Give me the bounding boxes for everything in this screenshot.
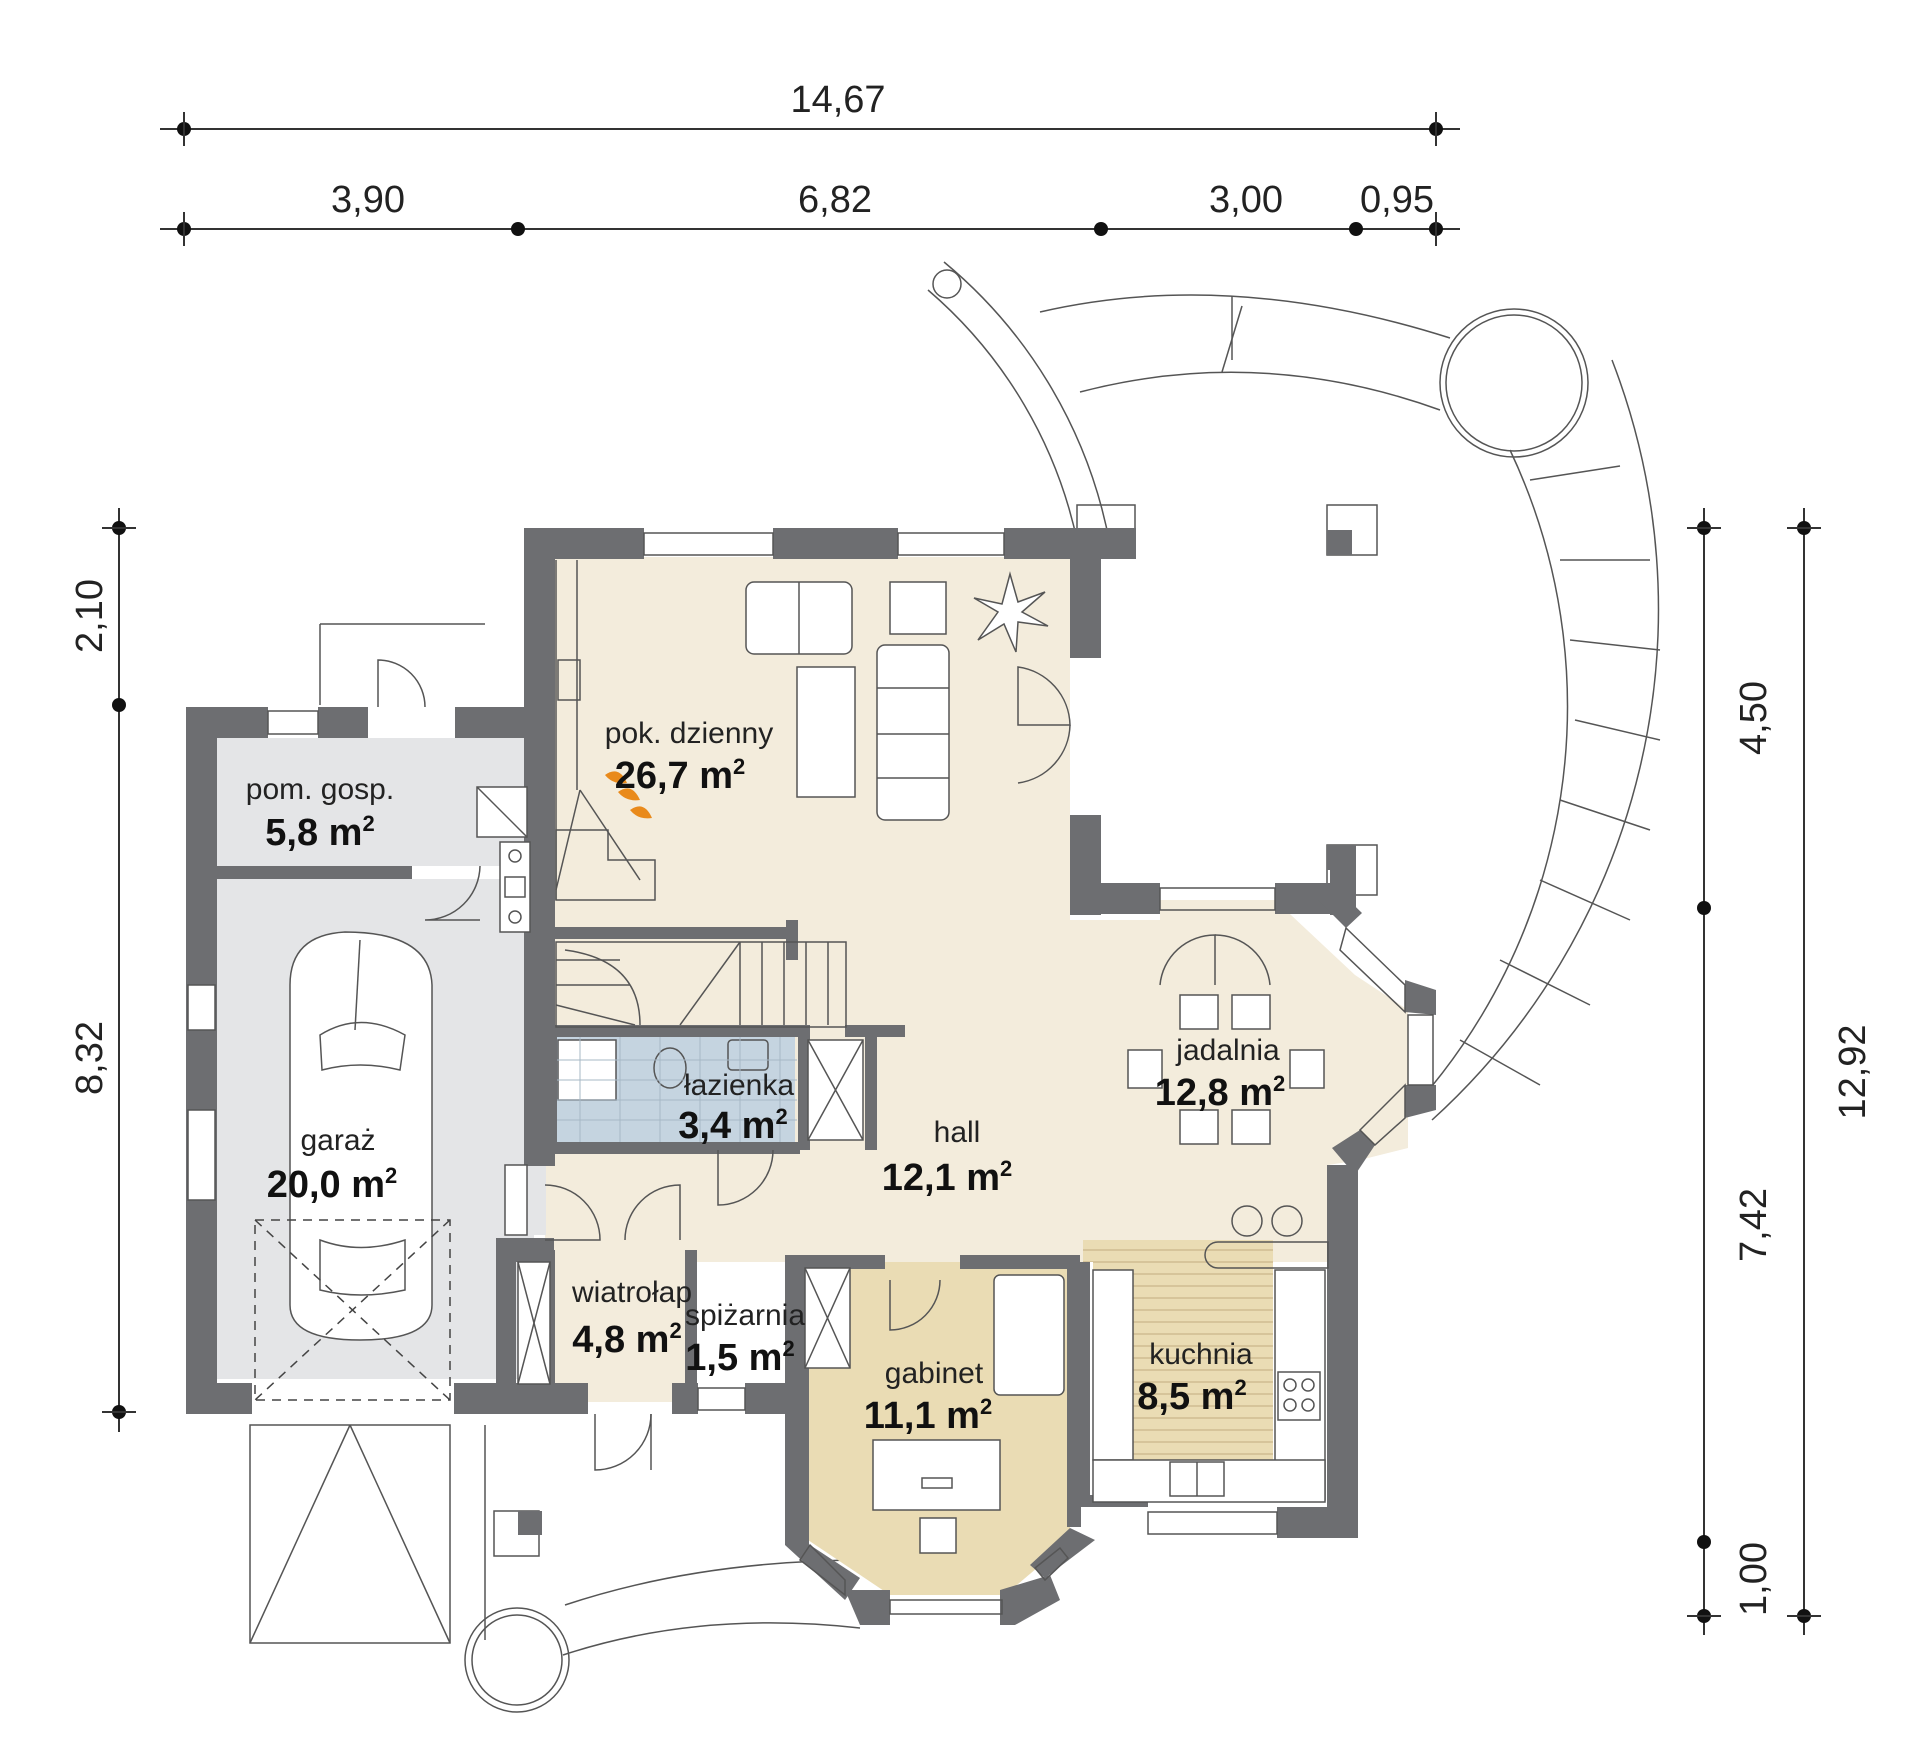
dimension-lines — [102, 112, 1821, 1635]
room-area-vestibule: 4,8 m2 — [572, 1318, 681, 1361]
dim-top-seg-1: 3,90 — [331, 179, 405, 221]
room-name-hall: hall — [934, 1116, 981, 1149]
dim-left-seg-1: 2,10 — [69, 579, 111, 653]
room-name-garage: garaż — [300, 1124, 375, 1157]
openings — [267, 532, 1278, 1535]
room-name-vestibule: wiatrołap — [571, 1276, 692, 1309]
dim-left-seg-2: 8,32 — [69, 1021, 111, 1095]
room-name-dining: jadalnia — [1175, 1034, 1280, 1067]
room-area-dining: 12,8 m2 — [1155, 1071, 1286, 1114]
room-name-bathroom: łazienka — [684, 1069, 794, 1102]
staircase — [555, 941, 847, 1028]
car-icon — [289, 931, 433, 1341]
walls — [186, 528, 1436, 1625]
fireplace-flame-icon — [605, 771, 652, 819]
dim-top-total: 14,67 — [790, 79, 885, 121]
room-name-living: pok. dzienny — [605, 717, 773, 750]
dimension-labels: 14,67 3,90 6,82 3,00 0,95 2,10 8,32 4,50… — [69, 79, 1874, 1616]
room-area-bathroom: 3,4 m2 — [678, 1104, 787, 1147]
room-name-utility: pom. gosp. — [246, 773, 394, 806]
room-area-living: 26,7 m2 — [615, 754, 746, 797]
dim-top-seg-4: 0,95 — [1360, 179, 1434, 221]
room-area-kitchen: 8,5 m2 — [1137, 1375, 1246, 1418]
furniture — [254, 560, 1329, 1554]
room-area-hall: 12,1 m2 — [882, 1156, 1013, 1199]
floor-day-zone — [545, 557, 1408, 1402]
room-area-office: 11,1 m2 — [864, 1394, 992, 1437]
room-area-pantry: 1,5 m2 — [685, 1336, 794, 1379]
dim-right-seg-1: 4,50 — [1733, 681, 1775, 755]
room-area-garage: 20,0 m2 — [267, 1163, 398, 1206]
room-name-office: gabinet — [885, 1357, 984, 1390]
dim-right-seg-2: 7,42 — [1733, 1188, 1775, 1262]
dim-top-seg-3: 3,00 — [1209, 179, 1283, 221]
room-area-utility: 5,8 m2 — [265, 811, 374, 854]
dim-right-seg-3: 1,00 — [1733, 1542, 1775, 1616]
room-name-pantry: spiżarnia — [685, 1299, 805, 1332]
room-name-kitchen: kuchnia — [1149, 1338, 1253, 1371]
dim-top-seg-2: 6,82 — [798, 179, 872, 221]
dim-right-total: 12,92 — [1832, 1024, 1874, 1119]
plant-icon — [973, 571, 1049, 653]
room-labels: pok. dzienny 26,7 m2 pom. gosp. 5,8 m2 g… — [246, 717, 1285, 1437]
